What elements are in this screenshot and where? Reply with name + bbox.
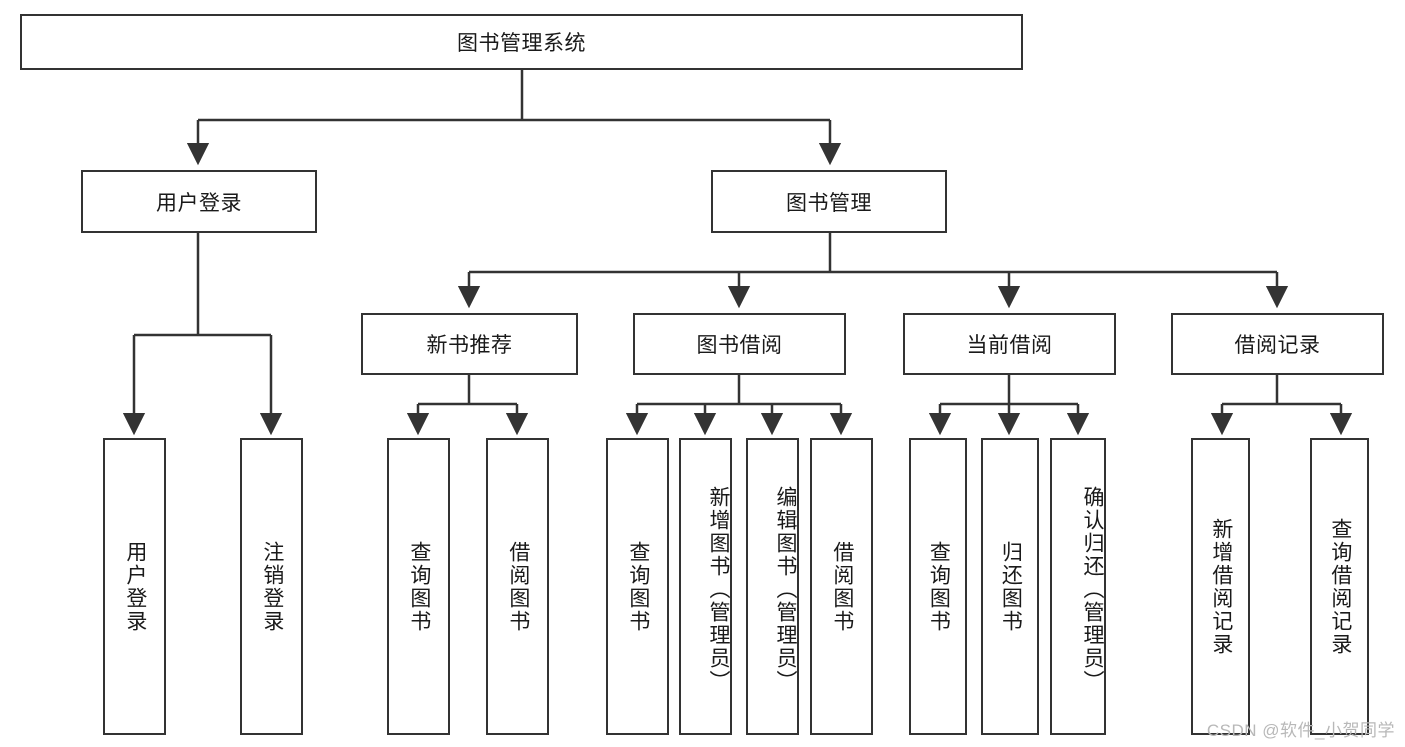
node-book-borrow[interactable]: 图书借阅 — [633, 313, 846, 375]
leaf-add-book-admin[interactable]: 新增图书（管理员） — [679, 438, 732, 735]
node-label: 用户登录 — [123, 540, 147, 633]
leaf-edit-book-admin[interactable]: 编辑图书（管理员） — [746, 438, 799, 735]
leaf-query-book-current[interactable]: 查询图书 — [909, 438, 967, 735]
node-label: 用户登录 — [156, 191, 242, 215]
leaf-user-login[interactable]: 用户登录 — [103, 438, 166, 735]
node-label: 借阅记录 — [1234, 334, 1321, 357]
node-label: 借阅图书 — [506, 540, 530, 633]
leaf-borrow-book-recommend[interactable]: 借阅图书 — [486, 438, 549, 735]
leaf-query-book-borrow[interactable]: 查询图书 — [606, 438, 669, 735]
watermark-text: CSDN @软件_小贺同学 — [1206, 721, 1395, 740]
node-label: 图书管理 — [786, 191, 872, 215]
leaf-add-borrow-record[interactable]: 新增借阅记录 — [1191, 438, 1250, 735]
node-current-borrow[interactable]: 当前借阅 — [903, 313, 1116, 375]
node-label: 借阅图书 — [830, 540, 854, 633]
node-label: 新增图书（管理员） — [707, 486, 730, 693]
node-label: 当前借阅 — [966, 334, 1053, 357]
node-label: 新增借阅记录 — [1209, 517, 1233, 656]
node-root-book-management-system[interactable]: 图书管理系统 — [20, 14, 1023, 70]
node-label: 查询图书 — [927, 540, 951, 633]
node-label: 归还图书 — [999, 540, 1023, 633]
node-user-login[interactable]: 用户登录 — [81, 170, 317, 233]
node-label: 编辑图书（管理员） — [774, 486, 797, 693]
leaf-borrow-book[interactable]: 借阅图书 — [810, 438, 873, 735]
node-new-book-recommend[interactable]: 新书推荐 — [361, 313, 578, 375]
node-label: 查询图书 — [626, 540, 650, 633]
node-label: 新书推荐 — [426, 334, 513, 357]
node-label: 注销登录 — [260, 540, 284, 633]
node-label: 查询借阅记录 — [1328, 517, 1352, 656]
leaf-query-book-recommend[interactable]: 查询图书 — [387, 438, 450, 735]
node-label: 查询图书 — [407, 540, 431, 633]
node-label: 图书管理系统 — [457, 32, 586, 55]
leaf-confirm-return-admin[interactable]: 确认归还（管理员） — [1050, 438, 1106, 735]
node-label: 图书借阅 — [696, 334, 783, 357]
node-borrow-record[interactable]: 借阅记录 — [1171, 313, 1384, 375]
node-label: 确认归还（管理员） — [1081, 486, 1104, 693]
leaf-query-borrow-record[interactable]: 查询借阅记录 — [1310, 438, 1369, 735]
leaf-return-book[interactable]: 归还图书 — [981, 438, 1039, 735]
node-book-management[interactable]: 图书管理 — [711, 170, 947, 233]
leaf-logout-login[interactable]: 注销登录 — [240, 438, 303, 735]
